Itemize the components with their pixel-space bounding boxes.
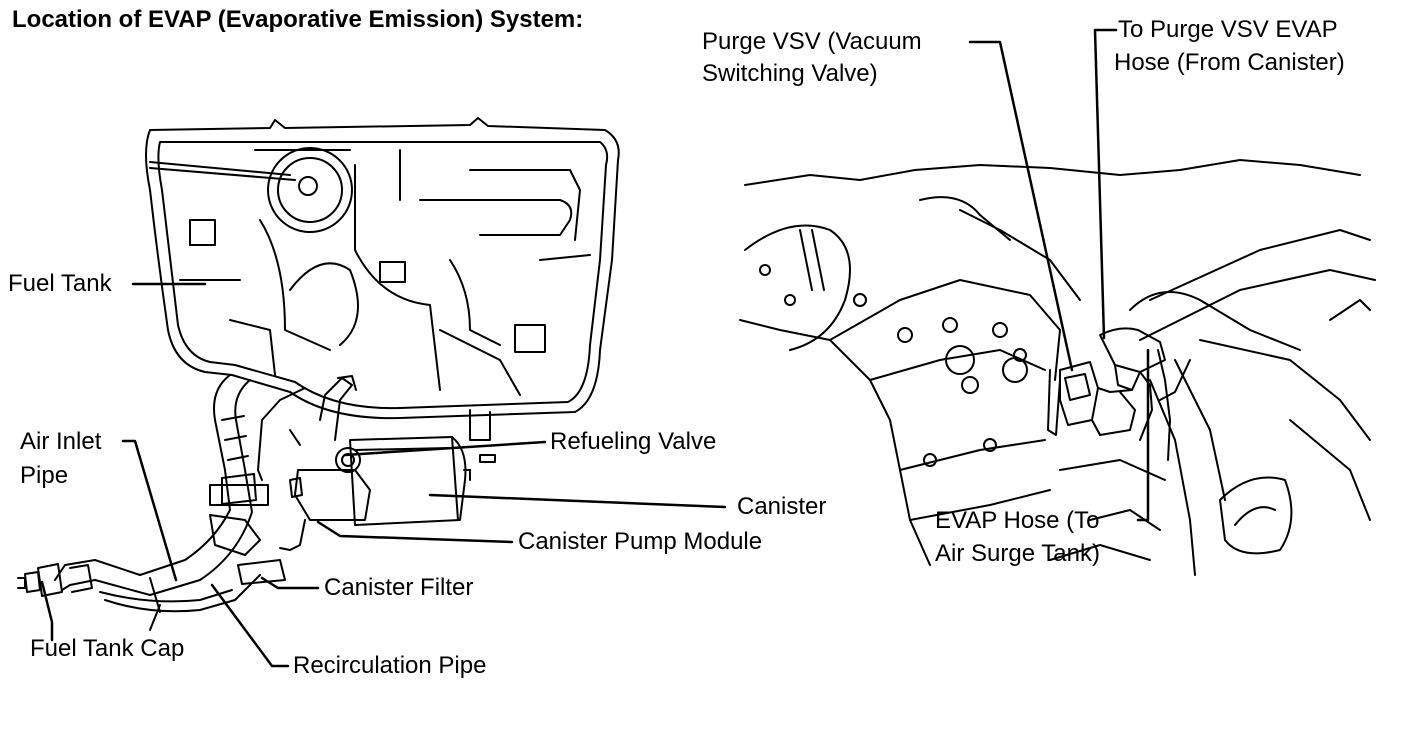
fuel-inlet-pipe-drawing xyxy=(17,374,286,631)
label-fuel-tank: Fuel Tank xyxy=(8,270,112,297)
canister-drawing xyxy=(257,375,471,551)
fuel-tank-drawing xyxy=(145,117,620,463)
leader-lines xyxy=(40,28,1150,668)
label-to-purge-vsv-hose-line2: Hose (From Canister) xyxy=(1114,49,1345,76)
label-refueling-valve: Refueling Valve xyxy=(550,428,717,455)
label-canister: Canister xyxy=(737,493,827,520)
label-air-inlet-pipe-line2: Pipe xyxy=(20,462,69,489)
label-evap-hose-line1: EVAP Hose (To xyxy=(935,507,1100,534)
label-purge-vsv-line2: Switching Valve) xyxy=(702,60,878,87)
label-recirculation-pipe: Recirculation Pipe xyxy=(293,652,487,679)
label-to-purge-vsv-hose-line1: To Purge VSV EVAP xyxy=(1118,16,1338,43)
label-air-inlet-pipe-line1: Air Inlet xyxy=(20,428,102,455)
label-canister-pump-module: Canister Pump Module xyxy=(518,528,763,555)
label-fuel-tank-cap: Fuel Tank Cap xyxy=(30,635,185,662)
label-purge-vsv-line1: Purge VSV (Vacuum xyxy=(702,28,922,55)
diagram-title: Location of EVAP (Evaporative Emission) … xyxy=(12,6,584,33)
label-canister-filter: Canister Filter xyxy=(324,574,474,601)
label-evap-hose-line2: Air Surge Tank) xyxy=(935,540,1100,567)
engine-bay-drawing xyxy=(739,159,1376,576)
